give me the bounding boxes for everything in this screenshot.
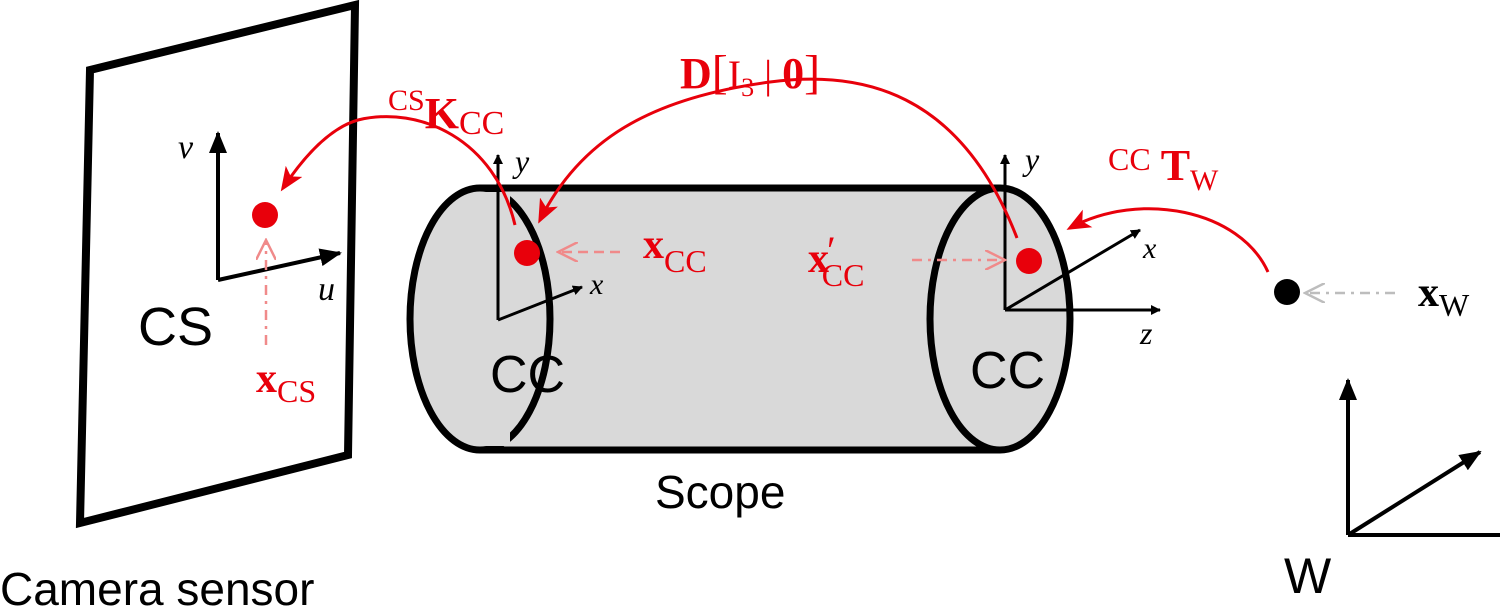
axis-label-x-right: x [1142, 232, 1157, 265]
scope-label: Scope [655, 466, 785, 518]
cc-left-point [514, 240, 540, 266]
axis-label-z-right: z [1139, 315, 1153, 351]
world-axes [1339, 378, 1500, 537]
cs-label: CS [138, 297, 213, 357]
axis-label-u: u [318, 271, 335, 308]
camera-sensor-label: Camera sensor [0, 563, 314, 610]
scope-cylinder [406, 184, 1074, 454]
axis-label-v: v [178, 129, 194, 166]
cs-image-point [252, 202, 278, 228]
world-point [1274, 279, 1300, 305]
axis-label-x-left: x [589, 268, 604, 301]
world-label: W [1284, 548, 1332, 604]
k-transform-label: CSKCC [388, 84, 504, 142]
x-w-label: xW [1418, 270, 1470, 323]
cc-left-label: CC [490, 346, 565, 404]
axis-label-y-left: y [512, 143, 530, 179]
t-transform-arrow [1066, 207, 1270, 273]
axis-label-y-right: y [1022, 141, 1040, 177]
k-transform-arrow [280, 115, 517, 226]
cs-axes [209, 131, 342, 282]
cc-right-label: CC [970, 342, 1045, 400]
x-cs-label: xCS [256, 356, 316, 409]
cc-right-axes [1000, 154, 1161, 315]
x-cc-label: xCC [643, 222, 707, 279]
d-transform-arrow [538, 77, 1019, 239]
x-cc-prime-label: x′CC [808, 228, 864, 293]
cc-right-point [1016, 248, 1042, 274]
d-transform-label: D[I3 | 0] [680, 46, 820, 102]
